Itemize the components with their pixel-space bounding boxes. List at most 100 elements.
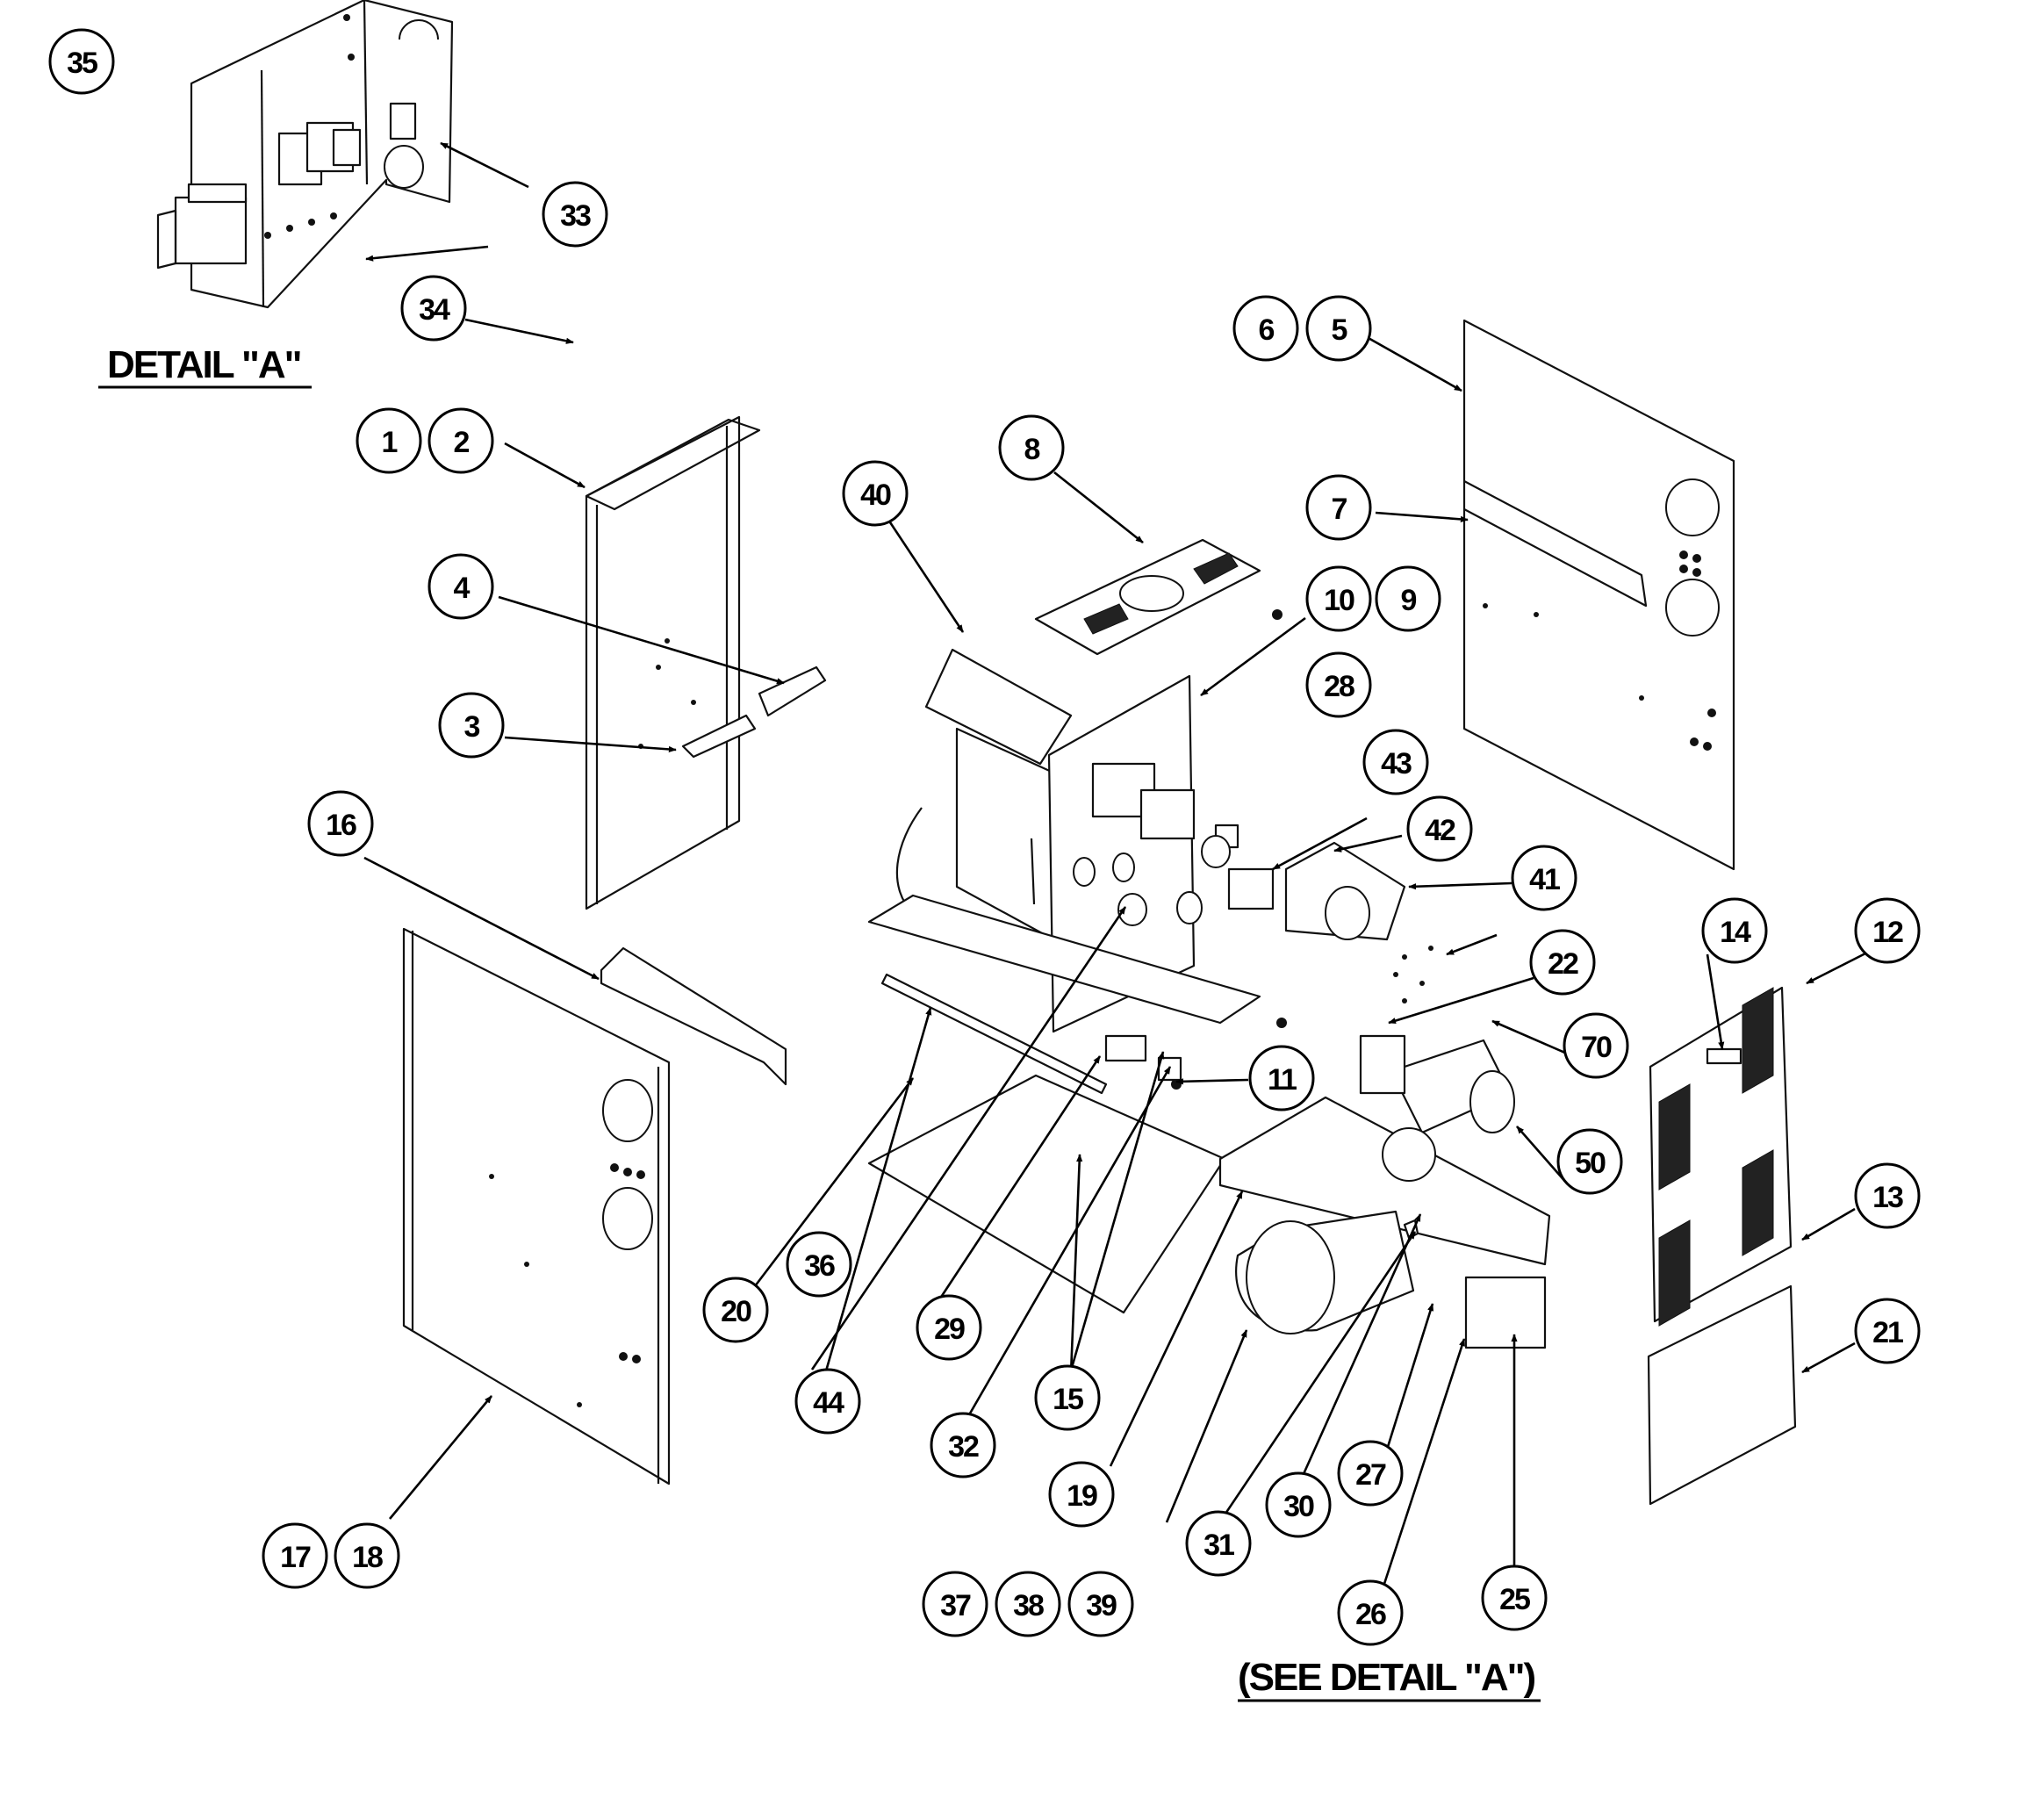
callout-circle bbox=[428, 407, 494, 474]
callout-bubble: 17 bbox=[262, 1522, 328, 1589]
callout-bubble: 8 bbox=[998, 414, 1065, 481]
leader-line bbox=[1801, 1207, 1856, 1241]
callout-bubble: 10 bbox=[1305, 565, 1372, 632]
callout-circle bbox=[1265, 1471, 1332, 1538]
door-12-13-14 bbox=[1649, 986, 1793, 1327]
callout-number: 38 bbox=[1013, 1589, 1044, 1622]
leader-line bbox=[464, 318, 574, 344]
leader-line bbox=[365, 245, 489, 262]
callout-bubble: 2 bbox=[428, 407, 494, 474]
leader-line bbox=[1333, 834, 1403, 852]
callout-bubble: 18 bbox=[334, 1522, 400, 1589]
leader-line bbox=[1408, 881, 1512, 890]
detail-a-title: DETAIL "A" bbox=[107, 343, 301, 386]
leader-line bbox=[1706, 953, 1725, 1050]
callout-number: 39 bbox=[1086, 1589, 1117, 1622]
leader-line bbox=[935, 1055, 1102, 1305]
callout-circle bbox=[930, 1412, 996, 1478]
callout-circle bbox=[1232, 295, 1299, 362]
callout-bubble: 19 bbox=[1048, 1461, 1115, 1528]
callout-bubble: 13 bbox=[1854, 1162, 1921, 1229]
callout-number: 42 bbox=[1425, 814, 1455, 847]
callout-bubble: 11 bbox=[1248, 1045, 1315, 1111]
center-cabinet bbox=[867, 609, 1433, 1314]
detail-a-control-box bbox=[156, 0, 454, 309]
callout-bubble: 27 bbox=[1337, 1440, 1404, 1507]
callout-bubble: 21 bbox=[1854, 1298, 1921, 1364]
callout-circle bbox=[1034, 1364, 1101, 1431]
callout-circle bbox=[1529, 929, 1596, 996]
callout-bubble: 20 bbox=[702, 1277, 769, 1343]
top-panel-8 bbox=[1034, 538, 1261, 656]
leader-line bbox=[498, 595, 785, 685]
leader-line bbox=[1516, 1126, 1568, 1184]
callout-number: 43 bbox=[1381, 747, 1412, 781]
callout-circle bbox=[1511, 845, 1577, 911]
callout-bubble: 9 bbox=[1375, 565, 1441, 632]
callout-number: 25 bbox=[1499, 1583, 1530, 1616]
callout-bubble: 41 bbox=[1511, 845, 1577, 911]
callout-number: 19 bbox=[1067, 1479, 1097, 1513]
callout-circle bbox=[428, 553, 494, 620]
callout-bubble: 36 bbox=[786, 1231, 852, 1298]
callout-number: 40 bbox=[860, 478, 891, 512]
leader-line bbox=[1220, 1231, 1417, 1520]
callout-number: 20 bbox=[721, 1295, 751, 1328]
channel-16 bbox=[600, 946, 787, 1086]
leader-line bbox=[1272, 816, 1368, 871]
callout-number: 6 bbox=[1259, 313, 1275, 347]
callout-bubble: 15 bbox=[1034, 1364, 1101, 1431]
lower-door-21 bbox=[1647, 1284, 1797, 1506]
callout-number: 16 bbox=[326, 809, 356, 842]
callout-circle bbox=[998, 414, 1065, 481]
callout-bubble: 34 bbox=[400, 275, 467, 342]
leader-line bbox=[504, 736, 677, 753]
leader-line bbox=[1446, 933, 1498, 956]
callout-bubble: 16 bbox=[307, 790, 374, 857]
bracket-4 bbox=[758, 665, 827, 717]
callout-number: 1 bbox=[382, 426, 398, 459]
callout-number: 13 bbox=[1872, 1181, 1903, 1214]
callout-circle bbox=[48, 28, 115, 95]
callout-circle bbox=[400, 275, 467, 342]
callout-bubble: 3 bbox=[438, 692, 505, 759]
callout-bubble: 43 bbox=[1362, 729, 1429, 795]
leader-line bbox=[1491, 1019, 1568, 1055]
callout-circle bbox=[1048, 1461, 1115, 1528]
callout-circle bbox=[356, 407, 422, 474]
callout-circle bbox=[1248, 1045, 1315, 1111]
callout-circle bbox=[1563, 1012, 1629, 1079]
callout-bubble: 12 bbox=[1854, 897, 1921, 964]
callout-number: 33 bbox=[560, 199, 591, 233]
leader-line bbox=[1067, 1051, 1165, 1378]
callout-circle bbox=[842, 460, 909, 527]
callout-circle bbox=[1481, 1565, 1548, 1631]
leader-line bbox=[1366, 335, 1462, 392]
callout-bubble: 32 bbox=[930, 1412, 996, 1478]
callout-number: 36 bbox=[804, 1249, 835, 1283]
see-detail-a-note: (SEE DETAIL "A") bbox=[1238, 1656, 1534, 1699]
leader-line bbox=[1385, 1303, 1434, 1450]
callout-bubble: 39 bbox=[1067, 1571, 1134, 1637]
callout-number: 11 bbox=[1268, 1063, 1297, 1097]
leader-line bbox=[1109, 1191, 1244, 1467]
callout-number: 32 bbox=[948, 1430, 979, 1464]
callout-circle bbox=[702, 1277, 769, 1343]
callout-number: 12 bbox=[1872, 916, 1903, 949]
callout-bubble: 14 bbox=[1701, 897, 1768, 964]
callout-circle bbox=[542, 181, 608, 248]
callout-circle bbox=[1362, 729, 1429, 795]
callout-circle bbox=[1854, 1162, 1921, 1229]
callout-number: 27 bbox=[1355, 1458, 1386, 1492]
callout-number: 22 bbox=[1548, 947, 1578, 981]
callout-bubble: 26 bbox=[1337, 1579, 1404, 1646]
leader-line bbox=[1297, 1213, 1422, 1485]
leader-line bbox=[1806, 951, 1868, 985]
callout-number: 50 bbox=[1575, 1147, 1606, 1180]
callout-circle bbox=[794, 1368, 861, 1435]
leader-line bbox=[753, 1077, 915, 1287]
callout-number: 7 bbox=[1332, 493, 1347, 526]
callout-bubble: 5 bbox=[1305, 295, 1372, 362]
callout-number: 4 bbox=[454, 572, 471, 605]
callout-bubble: 70 bbox=[1563, 1012, 1629, 1079]
